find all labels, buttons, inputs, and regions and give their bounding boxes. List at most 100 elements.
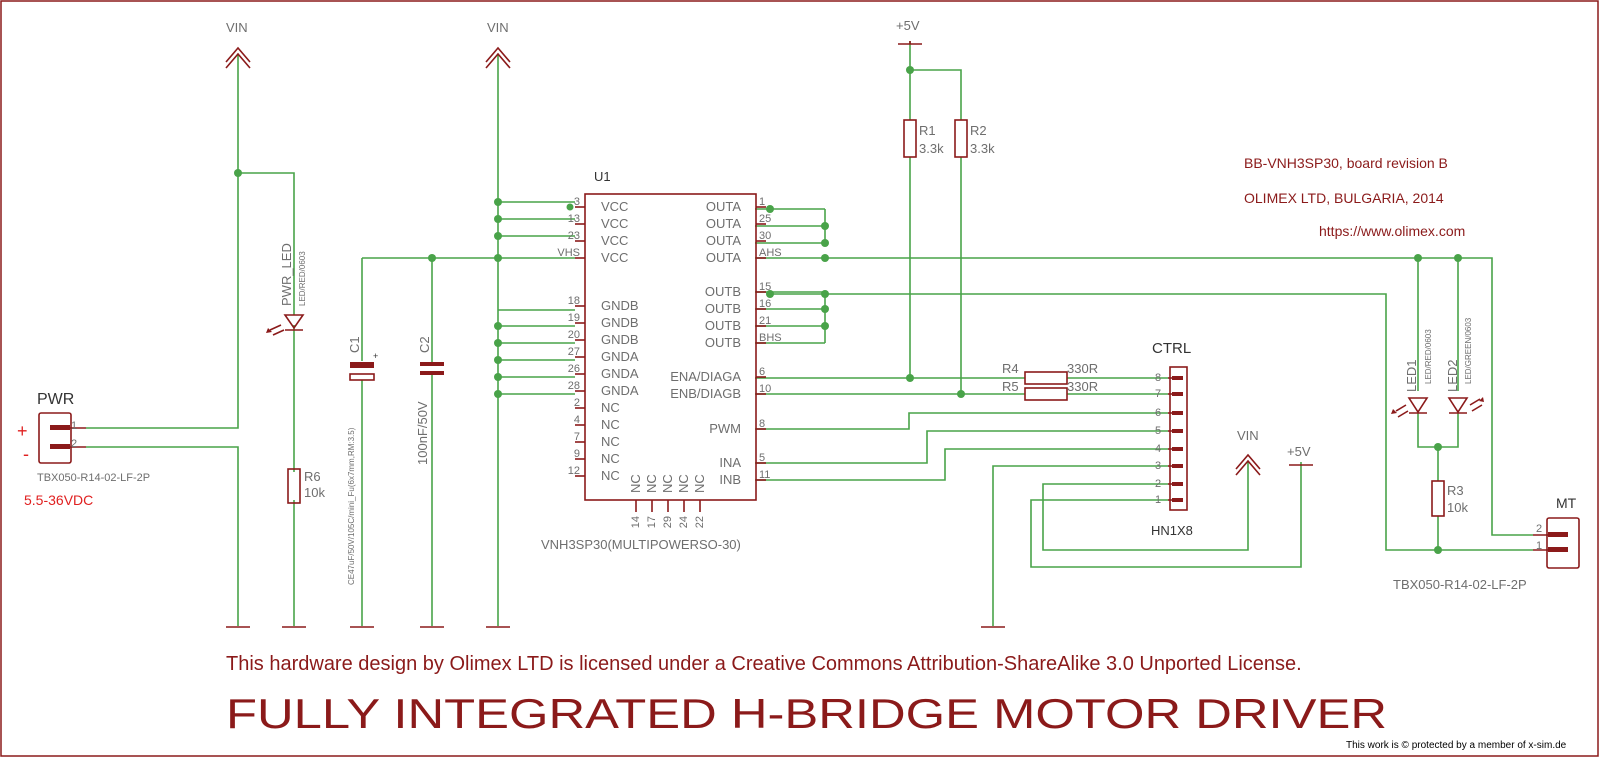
pwr-pin2: 2: [71, 438, 77, 450]
u1-bottom-pin-label: NC: [692, 474, 707, 493]
u1-left-pin-label: GNDB: [601, 298, 639, 313]
license-text: This hardware design by Olimex LTD is li…: [226, 653, 1302, 675]
ctrl-name: CTRL: [1152, 340, 1191, 357]
u1-right-pin-number: 11: [759, 469, 770, 481]
u1-left-pin-number: 18: [568, 295, 580, 307]
u1-left-pin-label: GNDA: [601, 366, 639, 381]
u1-right-pin-number: 10: [759, 383, 771, 395]
u1-right-pin-number: BHS: [759, 332, 782, 344]
led2-value: LED/GREEN/0603: [1464, 317, 1473, 384]
pwr-pin1: 1: [71, 420, 77, 432]
ctrl-pin-contact: [1172, 464, 1183, 468]
r2-value: 3.3k: [970, 141, 995, 156]
u1-left-pin-number: 12: [568, 465, 580, 477]
u1-left-pin-label: VCC: [601, 216, 628, 231]
u1-name: U1: [594, 169, 611, 184]
u1-left-pin-label: NC: [601, 451, 620, 466]
c2-capacitor: C2 100nF/50V: [415, 336, 444, 465]
u1-bottom-pin-label: NC: [660, 474, 675, 493]
r6-value: 10k: [304, 485, 325, 500]
v5-top-supply: +5V: [896, 18, 922, 45]
u1-left-pin-number: VHS: [557, 247, 580, 259]
r5-resistor: R5 330R: [1002, 379, 1098, 401]
ctrl-pin-number: 4: [1155, 443, 1161, 455]
drawing-title: FULLY INTEGRATED H-BRIDGE MOTOR DRIVER: [226, 690, 1387, 737]
u1-left-pin-number: 13: [568, 213, 580, 225]
vin-mid-supply: VIN: [485, 20, 511, 69]
led1: LED1 LED/RED/0603: [1391, 329, 1433, 418]
u1-part: VNH3SP30(MULTIPOWERSO-30): [541, 537, 741, 552]
vin-left-supply: VIN: [225, 20, 251, 69]
u1-left-pin-label: GNDB: [601, 315, 639, 330]
u1-left-pin-label: VCC: [601, 199, 628, 214]
u1-right-pin-number: 8: [759, 418, 765, 430]
u1-left-pin-label: VCC: [601, 233, 628, 248]
u1-right-pin-number: AHS: [759, 247, 782, 259]
r6-name: R6: [304, 469, 321, 484]
ctrl-pin-number: 7: [1155, 388, 1161, 400]
info-board: BB-VNH3SP30, board revision B: [1244, 155, 1448, 171]
u1-bottom-pin-label: NC: [644, 474, 659, 493]
u1-right-pin-label: INB: [719, 472, 741, 487]
u1-left-pin-label: NC: [601, 434, 620, 449]
u1-left-pin-number: 23: [568, 230, 580, 242]
mt-connector: MT 2 1 TBX050-R14-02-LF-2P: [1393, 495, 1580, 592]
u1-bottom-pin-number: 14: [630, 516, 642, 528]
led2-name: LED2: [1445, 359, 1460, 392]
u1-left-pin-label: VCC: [601, 250, 628, 265]
u1-left-pin-number: 28: [568, 380, 580, 392]
c1-capacitor: + C1 CE47uF/50V/105C/mini_Fu(6x7mm,RM:3.…: [347, 336, 378, 585]
pwr-range: 5.5-36VDC: [24, 492, 93, 508]
u1-bottom-pin-label: NC: [628, 474, 643, 493]
u1-left-pin-number: 20: [568, 329, 580, 341]
vin-ctrl-label: VIN: [1237, 428, 1259, 443]
ctrl-pin-number: 2: [1155, 478, 1161, 490]
r1-value: 3.3k: [919, 141, 944, 156]
ctrl-pin-number: 5: [1155, 425, 1161, 437]
u1-right-pin-label: PWM: [709, 421, 741, 436]
ctrl-pin-number: 6: [1155, 407, 1161, 419]
u1-left-pin-number: 27: [568, 346, 580, 358]
led1-value: LED/RED/0603: [1424, 329, 1433, 384]
r6-resistor: R6 10k: [287, 468, 325, 504]
ctrl-pin-number: 3: [1155, 460, 1161, 472]
ctrl-pin-contact: [1172, 376, 1183, 380]
u1-right-pin-number: 16: [759, 298, 771, 310]
c2-name: C2: [417, 336, 432, 353]
u1-right-pin-number: 5: [759, 452, 765, 464]
u1-left-pin-label: NC: [601, 400, 620, 415]
mt-pin2: 2: [1536, 523, 1542, 535]
ctrl-pin-contact: [1172, 411, 1183, 415]
led2: LED2 LED/GREEN/0603: [1445, 317, 1484, 414]
pwr-led-name: PWR_LED: [279, 243, 294, 306]
u1-bottom-pin-number: 22: [694, 516, 706, 528]
u1-right-pin-number: 15: [759, 281, 771, 293]
r4-name: R4: [1002, 361, 1019, 376]
u1-right-pin-number: 30: [759, 230, 771, 242]
ctrl-pin-number: 1: [1155, 494, 1161, 506]
u1-right-pin-number: 25: [759, 213, 771, 225]
u1-right-pin-label: OUTA: [706, 233, 741, 248]
ctrl-pin-contact: [1172, 429, 1183, 433]
u1-right-pin-number: 6: [759, 366, 765, 378]
u1-right-pin-number: 1: [759, 196, 765, 208]
u1-bottom-pin-number: 24: [678, 516, 690, 528]
c1-polarity: +: [373, 351, 378, 361]
u1-right-pin-label: INA: [719, 455, 741, 470]
ctrl-pin-number: 8: [1155, 372, 1161, 384]
u1-right-pin-label: OUTB: [705, 284, 741, 299]
mt-pin1: 1: [1536, 540, 1542, 552]
r3-name: R3: [1447, 483, 1464, 498]
u1-right-pin-label: ENB/DIAGB: [670, 386, 741, 401]
r2-resistor: R2 3.3k: [954, 119, 995, 158]
pwr-led-value: LED/RED/0603: [298, 251, 307, 306]
r2-name: R2: [970, 123, 987, 138]
u1-left-pin-label: NC: [601, 468, 620, 483]
u1-right-pin-label: ENA/DIAGA: [670, 369, 741, 384]
u1-right-pin-label: OUTB: [705, 318, 741, 333]
pwr-connector: PWR + - 1 2 TBX050-R14-02-LF-2P 5.5-36VD…: [17, 391, 150, 508]
pwr-led: PWR_LED LED/RED/0603: [266, 243, 307, 336]
